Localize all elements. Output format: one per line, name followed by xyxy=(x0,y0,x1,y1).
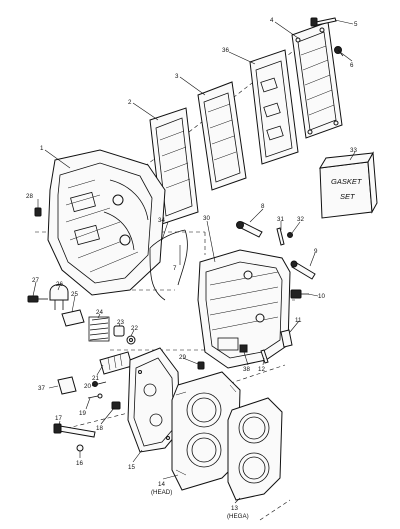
callout-9: 9 xyxy=(314,248,318,255)
valve-part-21 xyxy=(99,351,133,375)
callout-7: 7 xyxy=(173,265,177,272)
fitting-part-19 xyxy=(87,393,103,399)
plug-part-29 xyxy=(197,361,205,370)
callout-37: 37 xyxy=(38,385,45,392)
callout-16: 16 xyxy=(76,460,83,467)
callout-12: 12 xyxy=(258,366,265,373)
screw-part-27 xyxy=(27,295,48,303)
screw-part-6 xyxy=(334,46,344,57)
callout-22: 22 xyxy=(131,325,138,332)
cylinder-block-part-1 xyxy=(47,149,166,296)
callout-38: 38 xyxy=(243,366,250,373)
bolt-part-9 xyxy=(290,260,316,280)
callout-15: 15 xyxy=(128,464,135,471)
callout-18: 18 xyxy=(96,425,103,432)
head-gasket-part-13 xyxy=(227,397,283,501)
callout-2: 2 xyxy=(128,99,132,106)
screw-part-12 xyxy=(260,349,269,364)
bolt-part-11 xyxy=(280,329,293,348)
gasket-part-36 xyxy=(249,49,299,165)
washer-part-16 xyxy=(76,444,84,452)
cap-part-26 xyxy=(49,284,69,310)
callout-25: 25 xyxy=(71,291,78,298)
leader-lines xyxy=(32,19,356,504)
callout-23: 23 xyxy=(117,319,124,326)
callout-6: 6 xyxy=(350,62,354,69)
callout-26: 26 xyxy=(56,281,63,288)
fitting-part-31 xyxy=(276,227,285,246)
tag-part-37 xyxy=(57,376,77,395)
callout-28: 28 xyxy=(26,193,33,200)
wire-part-34 xyxy=(149,229,188,301)
callout-30: 30 xyxy=(203,215,210,222)
callout-33: 33 xyxy=(350,147,357,154)
gasket-set-box-part-33: GASKET SET xyxy=(319,151,378,219)
plug-part-28 xyxy=(34,207,42,217)
callout-29: 29 xyxy=(179,354,186,361)
cylinder-head-part-14 xyxy=(171,371,241,491)
bolt-part-8 xyxy=(236,221,263,238)
callout-24: 24 xyxy=(96,309,103,316)
callout-13-sub: (HEGA) xyxy=(227,513,249,520)
callout-3: 3 xyxy=(175,73,179,80)
nut-part-18 xyxy=(111,401,121,410)
callout-11: 11 xyxy=(295,317,302,324)
callout-10: 10 xyxy=(318,293,325,300)
fitting-part-10 xyxy=(290,289,309,299)
callout-27: 27 xyxy=(32,277,39,284)
spring-part-24 xyxy=(88,316,110,342)
callout-32: 32 xyxy=(297,216,304,223)
cover-plate-part-4 xyxy=(291,21,343,139)
callout-36: 36 xyxy=(222,47,229,54)
gasket-set-label-line-1: GASKET xyxy=(331,177,363,186)
fitting-part-32 xyxy=(287,232,293,238)
bolt-part-17 xyxy=(53,423,96,438)
callout-13: 13 xyxy=(231,505,238,512)
callout-19: 19 xyxy=(79,410,86,417)
callout-21: 21 xyxy=(92,375,99,382)
callout-34: 34 xyxy=(158,217,165,224)
callout-4: 4 xyxy=(270,17,274,24)
plunger-part-23 xyxy=(113,325,125,337)
callout-20: 20 xyxy=(84,383,91,390)
callout-labels: 1 2 3 4 5 6 7 8 9 10 11 12 13 (HEGA) 14 … xyxy=(26,17,358,520)
callout-14-sub: (HEAD) xyxy=(151,489,172,496)
callout-8: 8 xyxy=(261,203,265,210)
cylinder-head-part-30 xyxy=(197,249,291,369)
washer-part-22 xyxy=(126,335,136,345)
plate-part-3 xyxy=(197,81,247,191)
callout-17: 17 xyxy=(55,415,62,422)
nut-part-38 xyxy=(239,344,248,353)
screw-part-5 xyxy=(310,17,337,27)
callout-14: 14 xyxy=(158,481,165,488)
gasket-part-25 xyxy=(61,309,85,327)
callout-5: 5 xyxy=(354,21,358,28)
gasket-set-label-line-2: SET xyxy=(340,192,356,201)
callout-31: 31 xyxy=(277,216,284,223)
callout-1: 1 xyxy=(40,145,44,152)
